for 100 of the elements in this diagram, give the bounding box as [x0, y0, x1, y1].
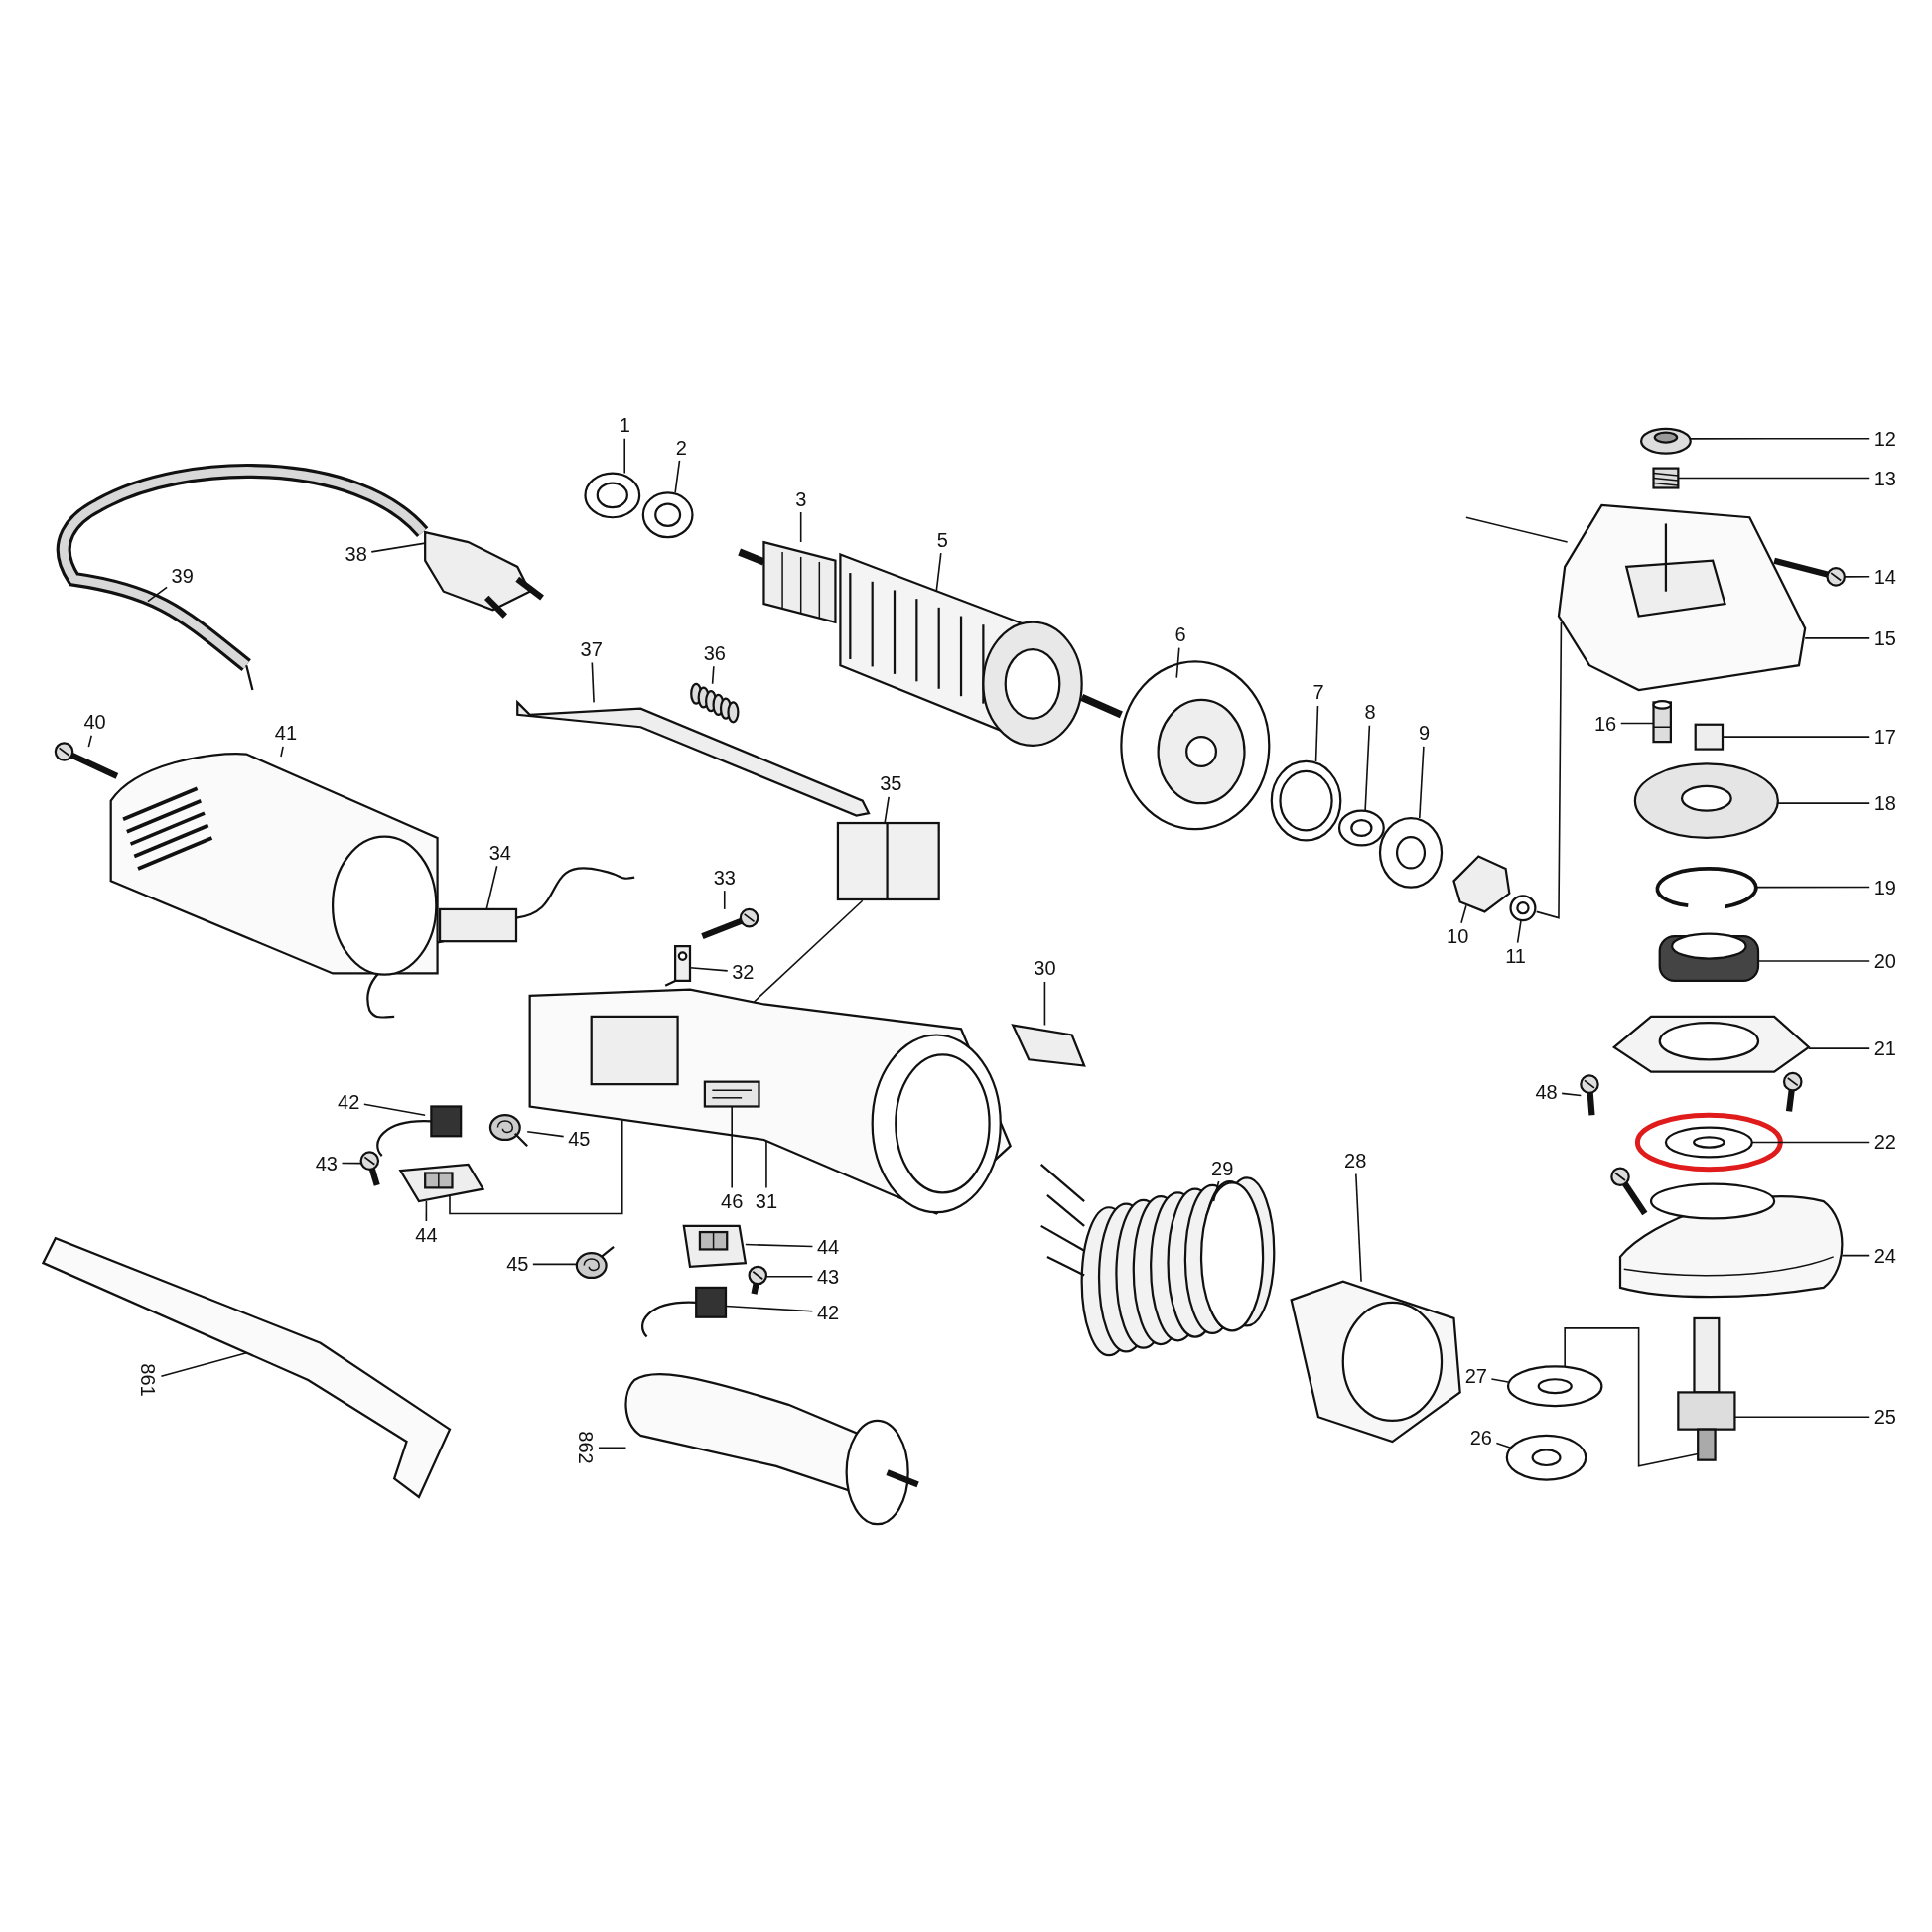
leader-line [1808, 1047, 1871, 1049]
leader-line [1561, 1092, 1583, 1097]
leader-line [723, 890, 726, 910]
clip-drawing [664, 945, 692, 987]
wheel-guard-drawing [1610, 1167, 1844, 1299]
callout-number: 21 [1871, 1037, 1898, 1060]
bushing-drawing [1694, 723, 1725, 751]
leader-line [1733, 1416, 1871, 1419]
leader-line [731, 1105, 733, 1189]
brush-spring-drawing [575, 1246, 615, 1280]
callout-number: 8 [1362, 701, 1378, 724]
leader-line [1212, 1180, 1220, 1202]
callout-number: 36 [701, 641, 728, 664]
callout-number: 15 [1871, 626, 1898, 649]
bearing-drawing [1378, 816, 1444, 889]
air-baffle-drawing [1290, 1280, 1461, 1444]
callout-number: 42 [336, 1090, 362, 1113]
leader-line [623, 437, 626, 475]
screw-drawing [54, 742, 119, 779]
callout-number: 24 [1871, 1244, 1898, 1267]
leader-line [1043, 981, 1046, 1027]
switch-button-drawing [1011, 1024, 1086, 1067]
bearing-drawing [584, 472, 641, 519]
washer-drawing [1337, 809, 1385, 847]
callout-number: 28 [1342, 1150, 1369, 1173]
callout-number: 12 [1871, 427, 1898, 450]
callout-number: 19 [1871, 876, 1898, 898]
callout-number: 45 [566, 1127, 593, 1150]
leader-line [1757, 960, 1871, 962]
seal-ring-drawing [1270, 759, 1342, 842]
carbon-brush-drawing [641, 1286, 728, 1338]
callout-number: 30 [1032, 957, 1058, 980]
callout-number: 1 [617, 414, 632, 437]
leader-line [1777, 802, 1871, 804]
leader-line [280, 746, 284, 758]
power-cord-drawing [56, 464, 428, 691]
ball-bearing-drawing [1658, 932, 1760, 982]
callout-number: 33 [711, 866, 738, 889]
rubber-cap-drawing [1640, 427, 1692, 455]
callout-number: 34 [486, 841, 513, 864]
callout-number: 5 [934, 528, 950, 551]
bevel-gear-drawing [1633, 762, 1779, 840]
switch-rod-drawing [516, 699, 871, 817]
leader-line [425, 1200, 428, 1222]
leader-line [725, 1305, 814, 1312]
callout-number: 862 [574, 1429, 597, 1466]
screw-drawing [1580, 1074, 1599, 1116]
screw-drawing [701, 907, 759, 940]
callout-number: 29 [1209, 1157, 1236, 1179]
leader-line [765, 1275, 814, 1278]
leader-line [341, 1162, 362, 1165]
switch-drawing [836, 821, 940, 901]
callout-number: 35 [878, 772, 904, 795]
nut-drawing [1509, 895, 1537, 922]
leader-line [1364, 725, 1371, 812]
callout-number: 39 [169, 564, 196, 587]
armature-drawing [839, 552, 1123, 747]
callout-number: 861 [136, 1361, 159, 1399]
leader-line [1722, 736, 1871, 738]
leader-line [1689, 438, 1871, 440]
leader-line [1495, 1442, 1512, 1449]
spindle-drawing [1677, 1316, 1736, 1461]
leader-line [1677, 477, 1871, 480]
callout-number: 41 [272, 722, 300, 745]
callout-number: 42 [814, 1301, 842, 1323]
callout-number: 48 [1533, 1080, 1560, 1103]
leader-line [799, 511, 802, 543]
callout-number: 31 [753, 1190, 780, 1213]
washer-drawing [1664, 1126, 1753, 1159]
callout-number: 14 [1871, 565, 1898, 588]
brush-holder-drawing [398, 1163, 485, 1203]
callout-number: 22 [1871, 1131, 1898, 1154]
callout-number: 16 [1592, 712, 1619, 735]
leader-line [674, 460, 681, 494]
bearing-drawing [641, 491, 694, 539]
callout-number: 44 [814, 1235, 842, 1258]
bearing-flange-drawing [1611, 1015, 1811, 1073]
callout-number: 6 [1173, 623, 1188, 646]
leader-line [753, 899, 864, 1003]
leader-line [598, 1447, 627, 1449]
leader-line [1564, 1327, 1699, 1467]
leader-line [689, 966, 729, 972]
leader-line [765, 1140, 767, 1189]
screw-drawing [1773, 557, 1846, 587]
leader-line [1175, 646, 1180, 679]
callout-number: 7 [1311, 681, 1326, 704]
leader-line [485, 865, 498, 910]
leader-line [711, 665, 715, 685]
suppressor-drawing [366, 867, 635, 1019]
leader-line [1841, 1254, 1871, 1257]
label-plate-drawing [703, 1080, 760, 1108]
leader-line [1751, 1141, 1871, 1144]
side-handle-drawing [624, 1372, 919, 1526]
callout-number: 40 [81, 711, 108, 734]
leader-line [591, 661, 595, 704]
callout-number: 20 [1871, 950, 1898, 973]
leader-line [1844, 576, 1871, 578]
screw-drawing [359, 1151, 380, 1186]
callout-number: 11 [1503, 945, 1528, 968]
callout-number: 44 [413, 1223, 440, 1246]
